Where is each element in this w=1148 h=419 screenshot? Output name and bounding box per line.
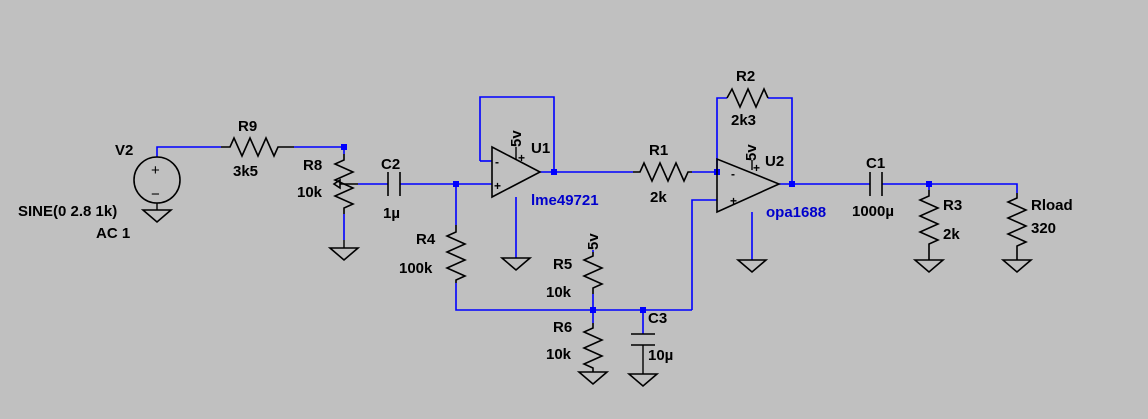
resistor-r9[interactable]: R9 3k5 xyxy=(221,118,294,180)
c3-value: 10µ xyxy=(648,347,673,364)
junction-u1-out xyxy=(551,169,557,175)
r9-label: R9 xyxy=(238,118,257,135)
source-v2[interactable]: + − V2 SINE(0 2.8 1k) AC 1 xyxy=(18,142,181,242)
v2-label: V2 xyxy=(115,142,133,159)
u2-supply-label: 5v xyxy=(743,144,760,161)
r4-label: R4 xyxy=(416,231,436,248)
ground-symbol xyxy=(735,259,769,274)
r8-label: R8 xyxy=(303,157,322,174)
ground-symbol xyxy=(912,259,946,274)
v2-sine-spec: SINE(0 2.8 1k) xyxy=(18,203,117,220)
u2-model: opa1688 xyxy=(766,204,826,221)
resistor-r3[interactable]: R3 2k xyxy=(912,190,962,274)
u2-supply-plus: + xyxy=(753,161,760,175)
resistor-r4[interactable]: R4 100k xyxy=(399,225,467,283)
r1-label: R1 xyxy=(649,142,668,159)
junction-r3-top xyxy=(926,181,932,187)
c1-value: 1000µ xyxy=(852,203,894,220)
u1-supply-plus: + xyxy=(518,151,525,165)
r5-value: 10k xyxy=(546,284,572,301)
r9-value: 3k5 xyxy=(233,163,258,180)
v2-ac-spec: AC 1 xyxy=(96,225,130,242)
r4-value: 100k xyxy=(399,260,433,277)
opamp-u2[interactable]: - + + 5v U2 opa1688 xyxy=(716,144,826,274)
rload-value: 320 xyxy=(1031,220,1056,237)
ground-symbol xyxy=(1000,259,1034,274)
junctions xyxy=(341,144,932,313)
r6-value: 10k xyxy=(546,346,572,363)
junction-c2-out xyxy=(453,181,459,187)
capacitor-c2[interactable]: C2 1µ xyxy=(381,156,401,222)
u2-plus-pin: + xyxy=(730,194,737,208)
r5-supply-label: 5v xyxy=(585,233,602,250)
r2-label: R2 xyxy=(736,68,755,85)
ground-symbol xyxy=(140,209,174,224)
resistor-r5[interactable]: 5v R5 10k xyxy=(546,233,604,301)
ground-symbol xyxy=(499,257,533,272)
c2-value: 1µ xyxy=(383,205,400,222)
rload-label: Rload xyxy=(1031,197,1073,214)
r6-label: R6 xyxy=(553,319,572,336)
potentiometer-r8[interactable]: R8 10k xyxy=(297,154,361,262)
r3-label: R3 xyxy=(943,197,962,214)
ground-symbol xyxy=(626,373,660,388)
r5-label: R5 xyxy=(553,256,572,273)
junction-divider xyxy=(590,307,596,313)
u1-plus-pin: + xyxy=(494,179,501,193)
ground-symbol xyxy=(576,371,610,386)
opamp-u1[interactable]: - + + 5v U1 lme49721 xyxy=(491,130,599,272)
u2-label: U2 xyxy=(765,153,784,170)
u2-minus-pin: - xyxy=(731,167,735,181)
c3-label: C3 xyxy=(648,310,667,327)
junction-u2-out xyxy=(789,181,795,187)
capacitor-c1[interactable]: C1 1000µ xyxy=(852,155,894,220)
r3-value: 2k xyxy=(943,226,960,243)
junction-c3-top xyxy=(640,307,646,313)
c2-label: C2 xyxy=(381,156,400,173)
resistor-r1[interactable]: R1 2k xyxy=(633,142,692,206)
u1-label: U1 xyxy=(531,140,550,157)
ground-symbol xyxy=(327,247,361,262)
capacitor-c3[interactable]: C3 10µ xyxy=(626,310,673,388)
r1-value: 2k xyxy=(650,189,667,206)
resistor-r6[interactable]: R6 10k xyxy=(546,319,610,386)
r2-value: 2k3 xyxy=(731,112,756,129)
c1-label: C1 xyxy=(866,155,885,172)
u1-minus-pin: - xyxy=(495,155,499,169)
junction-r8-top xyxy=(341,144,347,150)
resistor-rload[interactable]: Rload 320 xyxy=(1000,193,1073,274)
minus-sign: − xyxy=(151,186,160,203)
r8-value: 10k xyxy=(297,184,323,201)
plus-sign: + xyxy=(151,162,160,179)
u1-model: lme49721 xyxy=(531,192,599,209)
u1-supply-label: 5v xyxy=(508,130,525,147)
resistor-r2[interactable]: R2 2k3 xyxy=(726,68,769,129)
